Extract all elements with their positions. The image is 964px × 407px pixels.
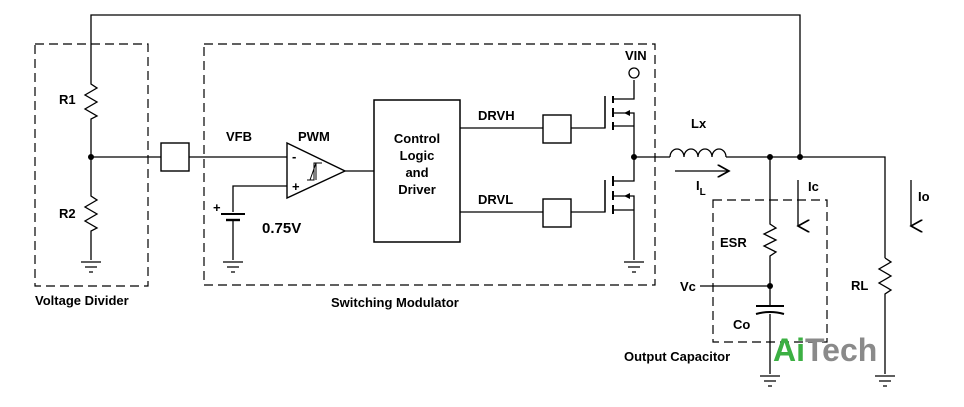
r2-resistor xyxy=(83,157,99,260)
battery-plus-label: + xyxy=(213,200,221,215)
drvl-pin xyxy=(542,198,572,228)
low-side-mosfet xyxy=(604,157,635,260)
feedback-wire xyxy=(90,14,801,157)
output-capacitor-box xyxy=(712,199,828,343)
vc-label: Vc xyxy=(680,279,696,294)
switching-modulator-box xyxy=(203,43,656,286)
ground-icon xyxy=(760,375,780,387)
output-capacitor-label: Output Capacitor xyxy=(624,349,730,364)
ic-label: Ic xyxy=(808,179,819,194)
inductor-lx xyxy=(669,148,886,258)
vin-terminal xyxy=(628,67,640,79)
io-label: Io xyxy=(918,189,930,204)
output-node-2 xyxy=(797,154,803,160)
reference-voltage-label: 0.75V xyxy=(262,220,301,237)
r2-label: R2 xyxy=(59,206,76,221)
control-label-2: Logic xyxy=(400,148,435,163)
esr-resistor xyxy=(762,157,778,306)
reference-wire xyxy=(232,185,287,212)
drvh-pin xyxy=(542,114,572,144)
r1-resistor xyxy=(83,80,99,157)
control-label-4: Driver xyxy=(398,182,436,197)
rl-label: RL xyxy=(851,278,868,293)
vfb-label: VFB xyxy=(226,129,252,144)
il-label: IL xyxy=(696,178,706,198)
high-side-mosfet xyxy=(604,80,635,157)
vin-label: VIN xyxy=(625,48,647,63)
co-label: Co xyxy=(733,317,750,332)
plus-label: + xyxy=(292,179,300,194)
drvl-gate-wire xyxy=(571,180,606,213)
control-logic-block xyxy=(373,99,461,243)
ground-icon xyxy=(624,261,644,273)
capacitor-co xyxy=(755,305,785,374)
ground-icon xyxy=(223,261,243,273)
watermark-logo: AiTech xyxy=(773,332,877,368)
voltage-divider-label: Voltage Divider xyxy=(35,293,129,308)
control-label-3: and xyxy=(405,165,428,180)
reference-battery xyxy=(221,213,245,260)
ground-icon xyxy=(81,261,101,273)
load-resistor-rl xyxy=(877,257,893,374)
drvh-label: DRVH xyxy=(478,108,515,123)
control-label-1: Control xyxy=(394,131,440,146)
r1-label: R1 xyxy=(59,92,76,107)
drvl-label: DRVL xyxy=(478,192,513,207)
ground-icon xyxy=(875,375,895,387)
esr-label: ESR xyxy=(720,235,747,250)
pwm-label: PWM xyxy=(298,129,330,144)
vfb-pin xyxy=(160,142,190,172)
lx-label: Lx xyxy=(691,116,707,131)
drvh-gate-wire xyxy=(571,96,606,129)
pwm-comparator xyxy=(286,141,347,200)
minus-label: - xyxy=(292,149,296,164)
switching-modulator-label: Switching Modulator xyxy=(331,295,459,310)
